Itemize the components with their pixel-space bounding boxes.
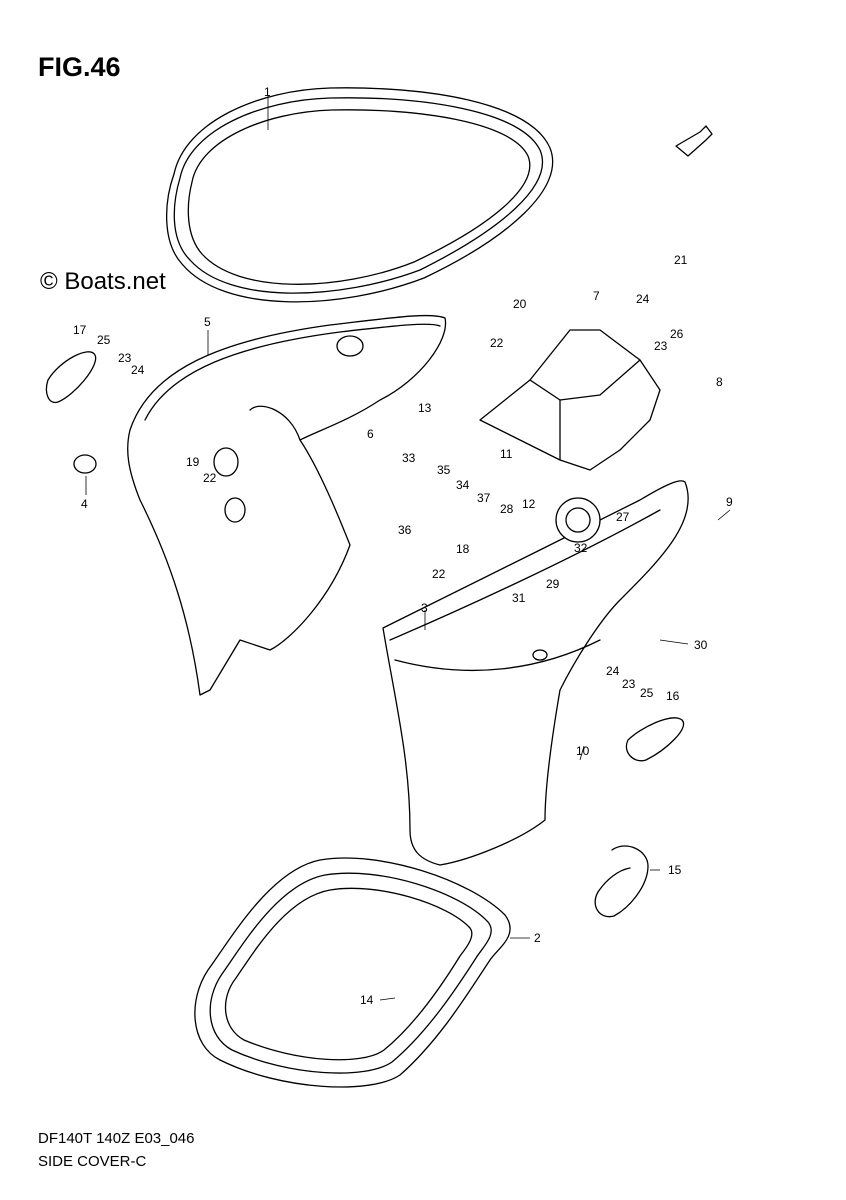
fwd-marker [675,125,713,157]
callout-12: 12 [522,497,536,511]
callout-36: 36 [398,523,412,537]
part-side-cover-left [127,314,447,696]
callout-24: 24 [131,363,145,377]
footer-title: SIDE COVER-C [38,1153,147,1170]
callout-22b: 22 [432,567,446,581]
callout-25b: 25 [640,686,654,700]
callout-29: 29 [546,577,560,591]
callout-10: 10 [576,744,590,758]
callout-24b: 24 [636,292,650,306]
part-grommet [555,497,601,543]
part-handle-left [45,351,97,404]
figure-title: FIG.46 [38,52,121,82]
part-clip [594,845,649,918]
callout-15: 15 [668,863,682,877]
callout-20: 20 [513,297,527,311]
callout-31: 31 [512,591,526,605]
callout-28: 28 [500,502,514,516]
part-top-seal [166,87,554,303]
callout-37: 37 [477,491,491,505]
callout-21: 21 [674,253,688,267]
callout-35: 35 [437,463,451,477]
callout-22: 22 [490,336,504,350]
callout-7: 7 [593,289,600,303]
callout-22c: 22 [203,471,217,485]
part-grommet-left [73,454,97,474]
callout-13: 13 [418,401,432,415]
callout-5: 5 [204,315,211,329]
callout-33: 33 [402,451,416,465]
callout-34: 34 [456,478,470,492]
callouts: 1 2 3 4 5 6 7 8 9 10 11 12 13 14 15 16 1… [73,85,733,1007]
callout-26: 26 [670,327,684,341]
callout-4: 4 [81,497,88,511]
leader-lines [85,96,731,1001]
watermark-label: © Boats.net [40,268,166,295]
callout-18: 18 [456,542,470,556]
callout-23c: 23 [622,677,636,691]
callout-25: 25 [97,333,111,347]
callout-16: 16 [666,689,680,703]
callout-8: 8 [716,375,723,389]
callout-14: 14 [360,993,374,1007]
callout-6: 6 [367,427,374,441]
callout-1: 1 [264,85,271,99]
callout-24c: 24 [606,664,620,678]
callout-23: 23 [118,351,132,365]
callout-11: 11 [500,447,513,461]
part-side-cover-right [382,480,689,866]
callout-32: 32 [574,541,588,555]
callout-9: 9 [726,495,733,509]
part-bottom-seal [194,857,511,1088]
callout-27: 27 [616,510,630,524]
callout-19: 19 [186,455,200,469]
callout-23b: 23 [654,339,668,353]
callout-17: 17 [73,323,87,337]
part-bracket-assembly [479,329,661,471]
callout-30: 30 [694,638,708,652]
footer-model: DF140T 140Z E03_046 [38,1130,195,1147]
callout-3: 3 [421,601,428,615]
part-handle-right [625,717,685,762]
callout-2: 2 [534,931,541,945]
